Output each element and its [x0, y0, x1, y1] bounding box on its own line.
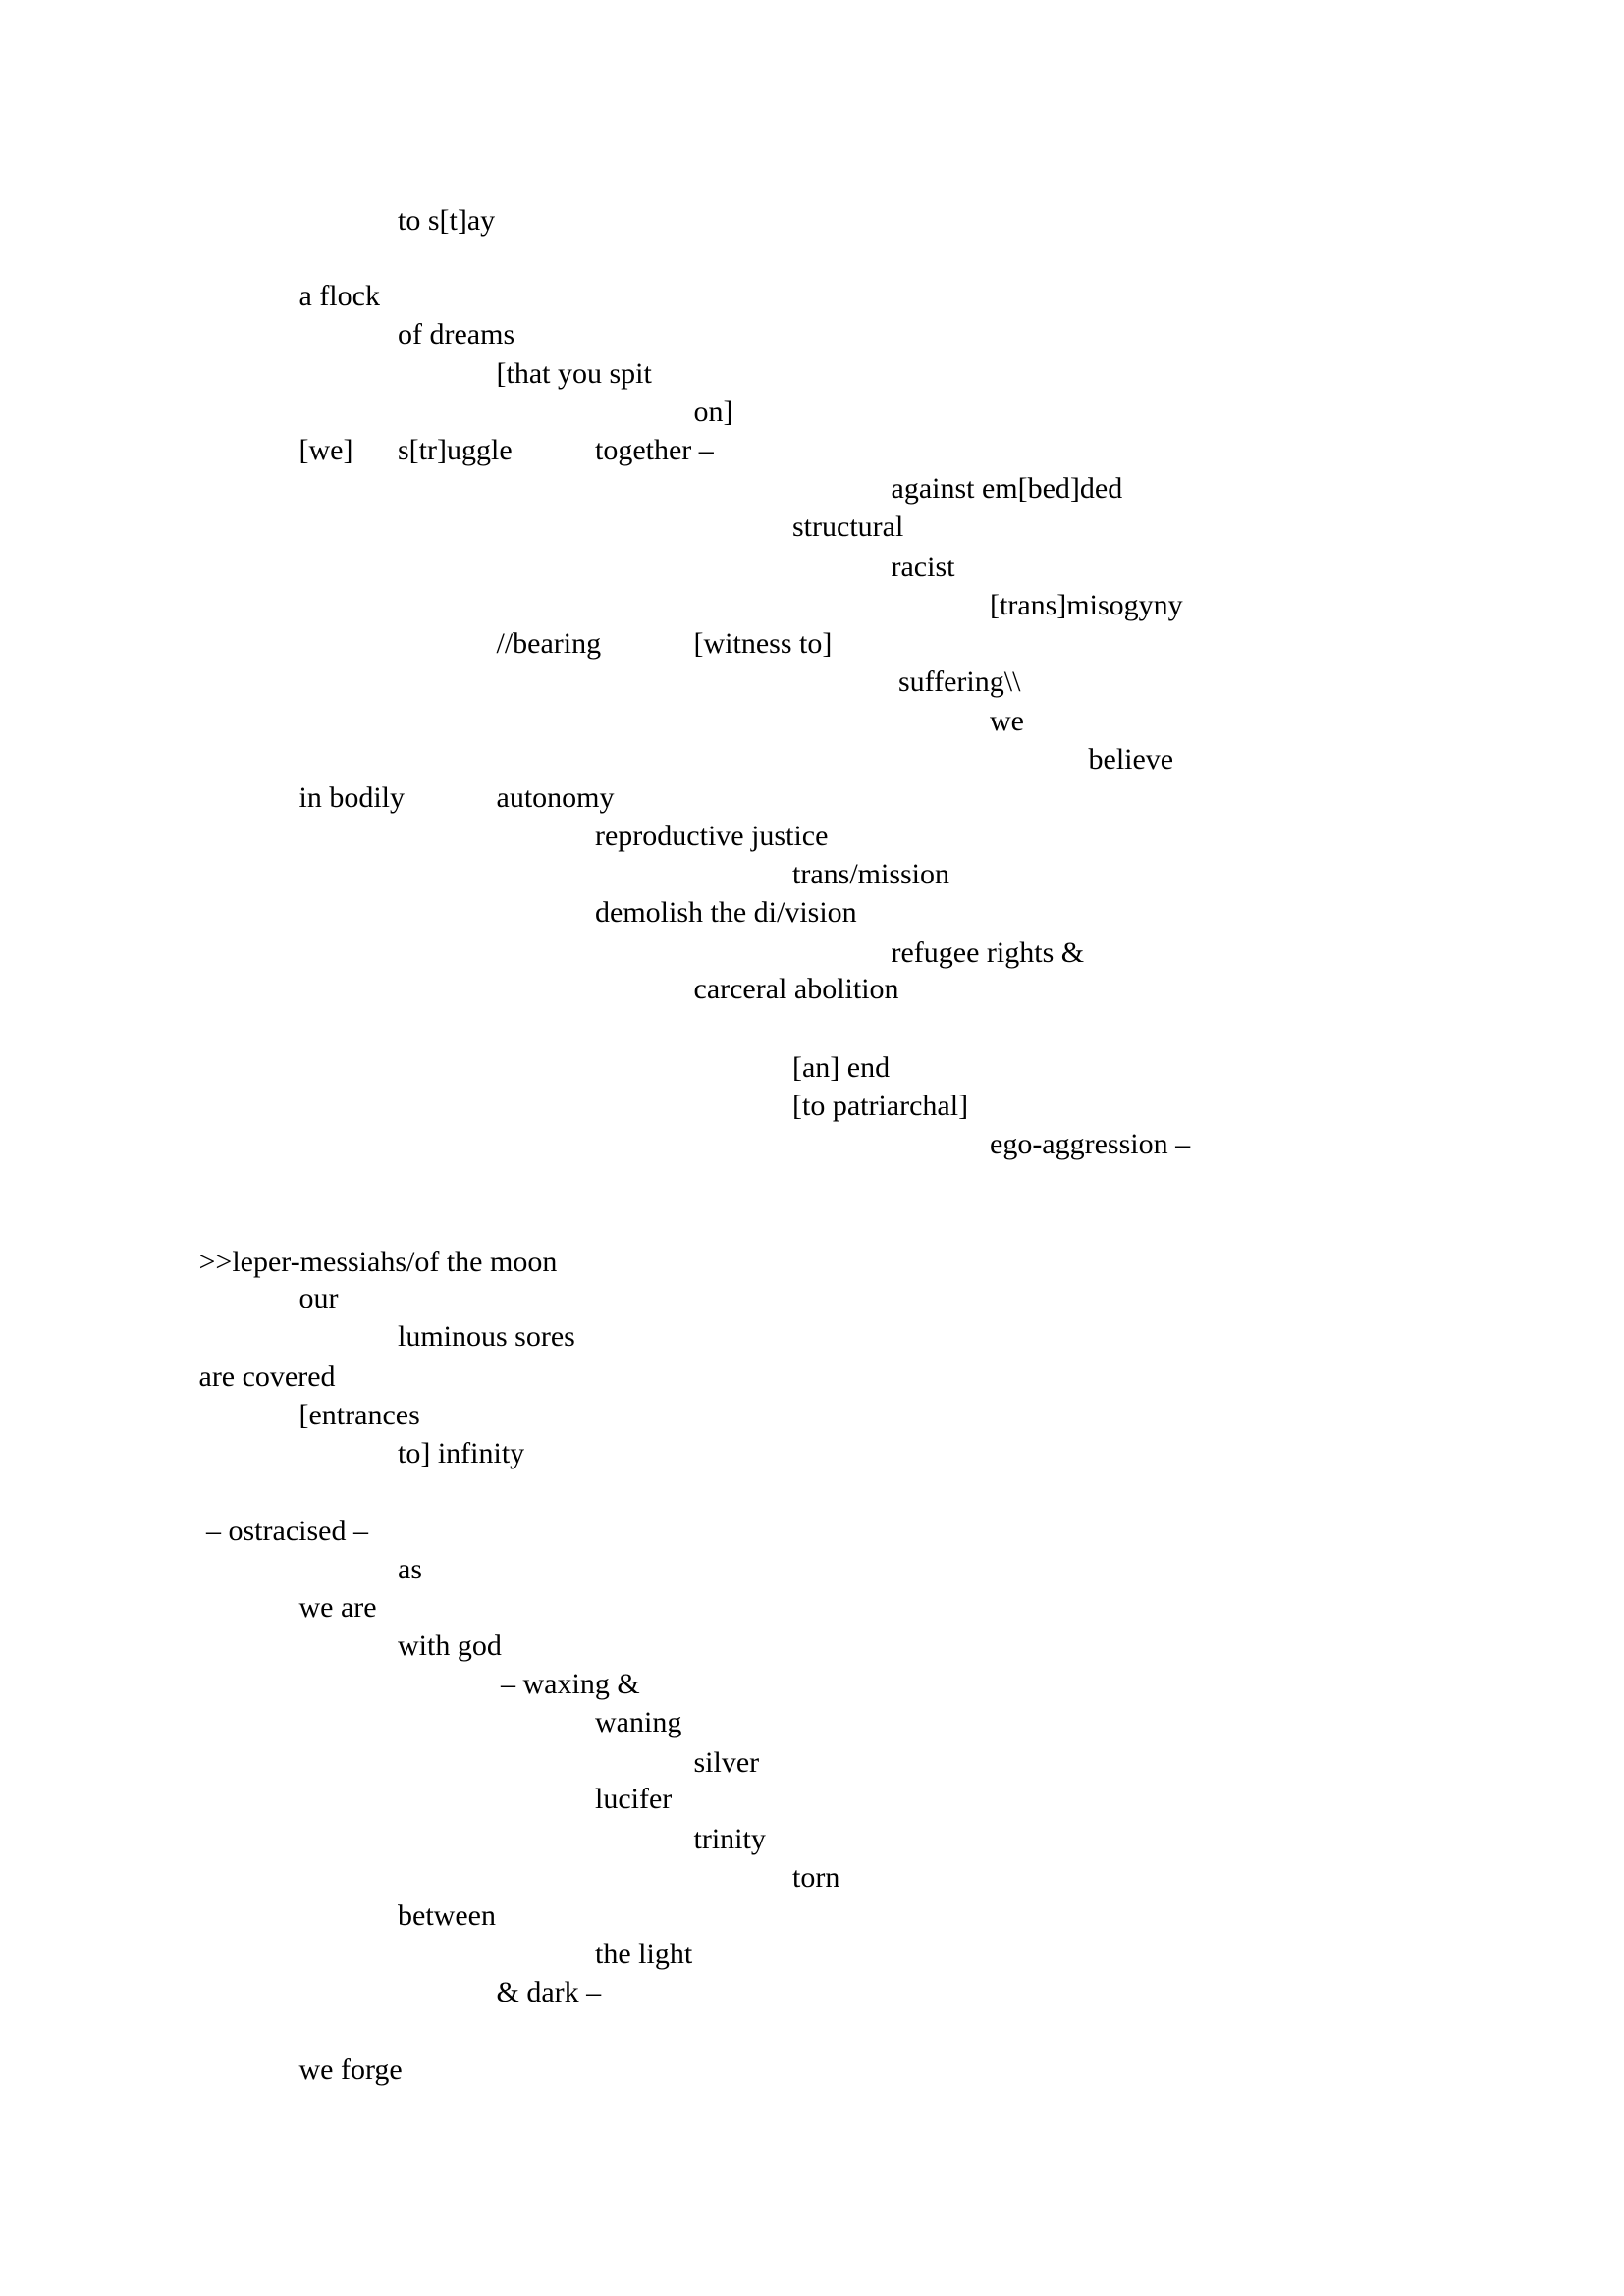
poem-line-fragment: together –: [595, 434, 714, 466]
poem-line-fragment: structural: [792, 510, 904, 543]
poem-line-fragment: waning: [595, 1706, 682, 1738]
poem-line-fragment: – ostracised –: [206, 1515, 368, 1547]
poem-line-fragment: silver: [693, 1745, 760, 1779]
poem-line-fragment: demolish the di/vision: [595, 896, 857, 929]
poem-line-fragment: >>leper-messiahs/of the moon: [198, 1245, 558, 1278]
poem-line-fragment: s[tr]uggle: [398, 434, 513, 466]
poem-line-fragment: between: [398, 1898, 496, 1932]
poem-line-fragment: carceral abolition: [693, 973, 899, 1005]
poem-line-fragment: in bodily: [298, 781, 406, 814]
poem-line-fragment: on]: [693, 396, 733, 428]
poem-line-fragment: the light: [595, 1937, 693, 1970]
poem-line-fragment: [that you spit: [496, 357, 652, 390]
poem-line-fragment: we forge: [298, 2054, 403, 2086]
poem-line-fragment: //bearing: [496, 626, 602, 660]
poem-line-fragment: trans/mission: [792, 858, 950, 890]
poem-line-fragment: a flock: [298, 279, 380, 312]
poem-line-fragment: lucifer: [595, 1783, 673, 1815]
poem-line-fragment: [we]: [298, 434, 353, 466]
poem-line-fragment: as: [398, 1553, 422, 1585]
poem-line-fragment: are covered: [198, 1360, 336, 1393]
poem-line-fragment: to s[t]ay: [398, 204, 496, 237]
poem-line-fragment: [an] end: [792, 1050, 891, 1084]
poem-line-fragment: our: [298, 1282, 339, 1314]
poem-line-fragment: refugee rights &: [891, 935, 1085, 969]
poem-line-fragment: [witness to]: [693, 626, 833, 660]
poem-line-fragment: reproductive justice: [595, 820, 829, 852]
poem-line-fragment: – waxing &: [501, 1668, 640, 1700]
poem-line-fragment: torn: [792, 1860, 840, 1894]
poem-line-fragment: racist: [891, 550, 955, 583]
poem-line-fragment: [entrances: [298, 1398, 420, 1431]
poem-line-fragment: of dreams: [398, 317, 515, 350]
poem-line-fragment: believe: [1088, 743, 1174, 775]
poem-line-fragment: luminous sores: [398, 1320, 575, 1353]
poem-line-fragment: ego-aggression –: [990, 1127, 1191, 1160]
poem-line-fragment: we: [990, 705, 1024, 737]
poem-line-fragment: & dark –: [496, 1975, 602, 2008]
poem-line-fragment: against em[bed]ded: [891, 472, 1123, 505]
poem-line-fragment: we are: [298, 1591, 377, 1624]
poem-line-fragment: autonomy: [496, 781, 615, 814]
poem-line-fragment: suffering\\: [898, 665, 1021, 698]
poem-line-fragment: with god: [398, 1629, 502, 1662]
poem-line-fragment: [trans]misogyny: [990, 588, 1183, 621]
poem-line-fragment: [to patriarchal]: [792, 1089, 969, 1122]
poem-line-fragment: trinity: [693, 1822, 766, 1855]
poem-line-fragment: to] infinity: [398, 1436, 525, 1469]
